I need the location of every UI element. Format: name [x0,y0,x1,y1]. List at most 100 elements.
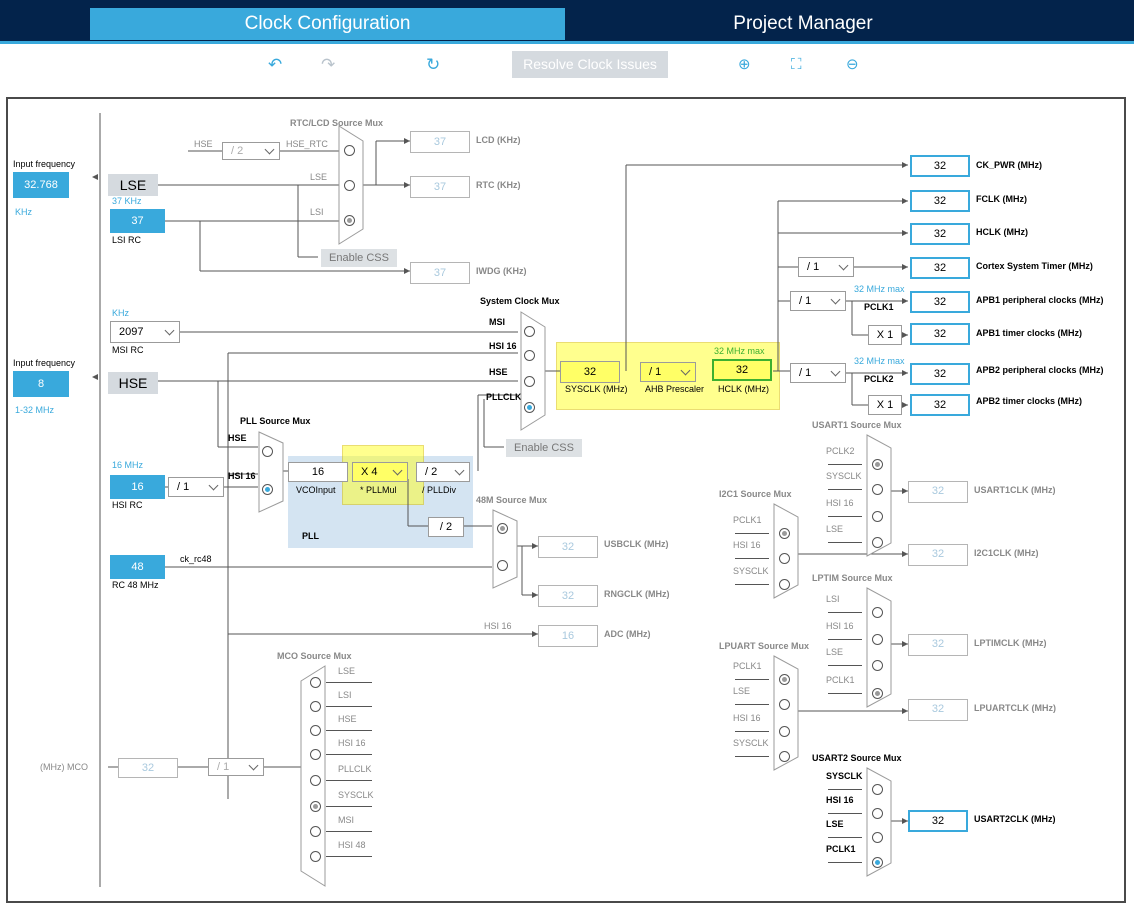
tab-project-manager[interactable]: Project Manager [733,13,873,34]
lptim-input-label: LSE [826,647,844,657]
apb2-timer-label: APB2 timer clocks (MHz) [976,396,1083,406]
sysmux-msi-label: MSI [489,317,506,327]
pll-hse-radio[interactable] [262,446,273,457]
hclk-value-input[interactable]: 32 [712,359,772,381]
lptim-input-radio[interactable] [872,607,883,618]
mco-input-radio[interactable] [310,851,321,862]
usart2-input-radio[interactable] [872,784,883,795]
mco-input-label: MSI [338,815,355,825]
mco-input-radio[interactable] [310,725,321,736]
usart2-input-radio[interactable] [872,808,883,819]
tab-clock-configuration[interactable]: Clock Configuration [90,8,565,40]
mco-input-radio[interactable] [310,801,321,812]
lpuart-source-mux [773,655,799,771]
rtc-hse-divider-select[interactable]: / 2 [222,142,280,160]
hsi-frequency-label: 16 MHz [112,460,144,470]
mco-input-radio[interactable] [310,775,321,786]
apb1-max-label: 32 MHz max [854,284,905,294]
mco-input-radio[interactable] [310,701,321,712]
iwdg-label: IWDG (KHz) [476,266,527,276]
lptim-source-mux [866,587,892,708]
hsi-value: 16 [110,475,165,499]
rtc-lse-radio[interactable] [344,180,355,191]
lpuart-input-radio[interactable] [779,751,790,762]
pll-hsi16-label: HSI 16 [228,471,256,481]
pll-label: PLL [302,531,319,541]
sysmux-pllclk-radio[interactable] [524,402,535,413]
zoom-in-icon[interactable]: ⊕ [738,56,751,73]
refresh-icon[interactable]: ↻ [426,55,441,74]
apb1-prescaler-select[interactable]: / 1 [790,291,846,311]
rtc-lsi-radio[interactable] [344,215,355,226]
hsi-divider-select[interactable]: / 1 [168,477,224,497]
pll-mul-select[interactable]: X 4 [352,462,408,482]
mco-input-radio[interactable] [310,677,321,688]
rtc-hse-radio[interactable] [344,145,355,156]
usart1-input-radio[interactable] [872,537,883,548]
hse-frequency-input[interactable]: 8 [13,371,69,397]
lse-frequency-input[interactable]: 32.768 [13,172,69,198]
lptim-input-label: HSI 16 [826,621,854,631]
ck-rc48-label: ck_rc48 [180,554,212,564]
lptim-input-radio[interactable] [872,634,883,645]
fit-screen-icon[interactable]: ⛶ [791,56,802,73]
lptim-input-wire [828,665,862,666]
i2c1-input-radio[interactable] [779,579,790,590]
mux-48m-rc48-radio[interactable] [497,560,508,571]
apb2-timer-value: 32 [910,394,970,416]
usart1-input-radio[interactable] [872,459,883,470]
usart1-input-radio[interactable] [872,484,883,495]
redo-icon[interactable]: ↷ [321,55,336,74]
usart1-input-wire [828,542,862,543]
lse-oscillator: LSE [108,174,158,196]
apb2-prescaler-select[interactable]: / 1 [790,363,846,383]
sysmux-msi-radio[interactable] [524,326,535,337]
ahb-prescaler-select[interactable]: / 1 [640,362,696,382]
lse-input-frequency-label: Input frequency [13,159,76,169]
sysclk-enable-css-button[interactable]: Enable CSS [506,439,582,457]
lptim-input-radio[interactable] [872,688,883,699]
systick-divider-select[interactable]: / 1 [798,257,854,277]
pll-div-select[interactable]: / 2 [416,462,470,482]
usbclk-value: 32 [538,536,598,558]
rngclk-label: RNGCLK (MHz) [604,589,670,599]
mco-input-radio[interactable] [310,749,321,760]
lpuart-output-label: LPUARTCLK (MHz) [974,703,1056,713]
lpuart-input-wire [735,704,769,705]
zoom-out-icon[interactable]: ⊖ [846,56,859,73]
lptim-input-radio[interactable] [872,660,883,671]
lpuart-input-radio[interactable] [779,699,790,710]
apb2-max-label: 32 MHz max [854,356,905,366]
adc-value: 16 [538,625,598,647]
mco-input-label: HSE [338,714,357,724]
sysmux-hse-label: HSE [489,367,508,377]
usart2-input-radio[interactable] [872,832,883,843]
apb1-timer-label: APB1 timer clocks (MHz) [976,328,1083,338]
hsi-rc-label: HSI RC [112,500,143,510]
vco-input-value: 16 [288,462,348,482]
lptim-input-label: PCLK1 [826,675,855,685]
lpuart-input-radio[interactable] [779,674,790,685]
pll-hsi-radio[interactable] [262,484,273,495]
rtc-enable-css-button[interactable]: Enable CSS [321,249,397,267]
mco-input-radio[interactable] [310,826,321,837]
usart2-input-radio[interactable] [872,857,883,868]
mux-48m-pll-radio[interactable] [497,523,508,534]
resolve-clock-issues-button[interactable]: Resolve Clock Issues [512,51,668,78]
lpuart-input-radio[interactable] [779,726,790,737]
lpuart-mux-title: LPUART Source Mux [719,641,810,651]
hclk-max-label: 32 MHz max [714,346,765,356]
usart1-input-radio[interactable] [872,511,883,522]
clock-tree-canvas: Input frequency 32.768 KHz LSE 37 KHz 37… [6,97,1126,903]
i2c1-input-radio[interactable] [779,553,790,564]
sysmux-hsi16-radio[interactable] [524,350,535,361]
i2c1-input-radio[interactable] [779,528,790,539]
mco-divider-select[interactable]: / 1 [208,758,264,776]
undo-icon[interactable]: ↶ [268,55,283,74]
rtc-label: RTC (KHz) [476,180,521,190]
rtc-value: 37 [410,176,470,198]
msi-range-select[interactable]: 2097 [110,321,180,343]
sysmux-hse-radio[interactable] [524,376,535,387]
fclk-label: FCLK (MHz) [976,194,1027,204]
i2c1-source-mux [773,503,799,599]
